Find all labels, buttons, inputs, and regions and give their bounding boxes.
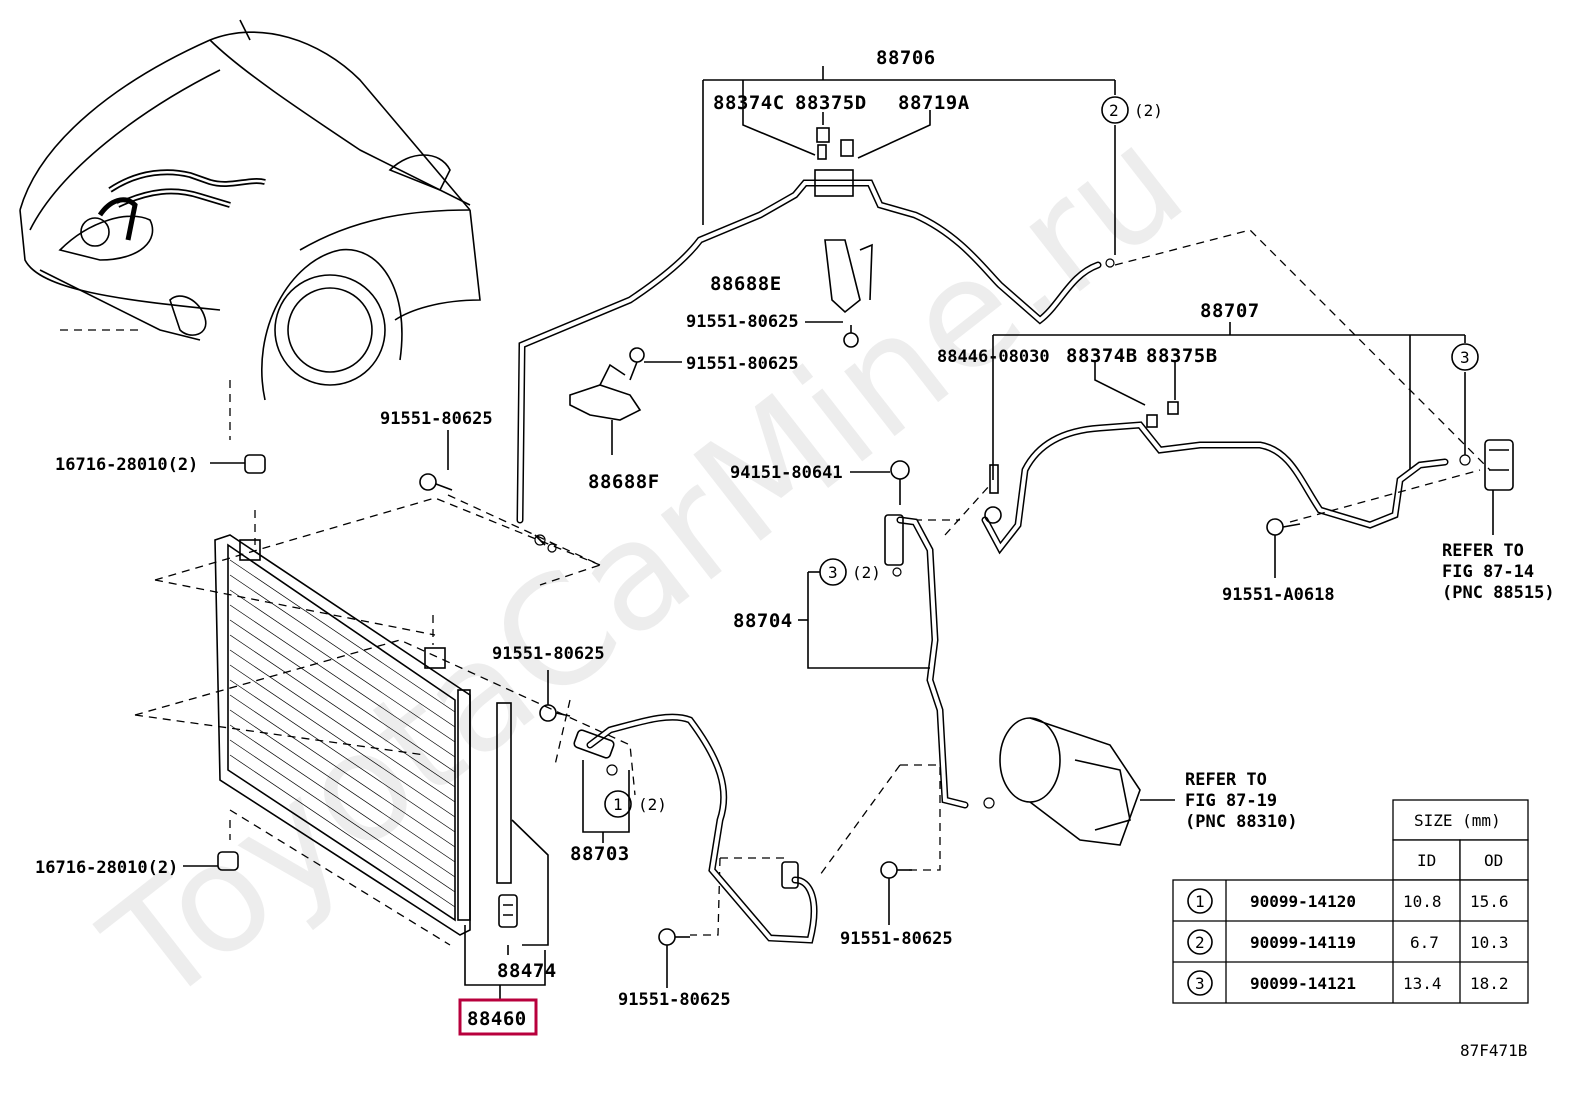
label-88374B: 88374B xyxy=(1066,345,1138,367)
label-88704: 88704 xyxy=(733,610,793,632)
label-88688F: 88688F xyxy=(588,471,660,493)
label-16716-top: 16716-28010(2) xyxy=(55,455,198,475)
part-labels: 88706 88374C 88375D 88719A 2 (2) 88688E … xyxy=(35,47,1555,1060)
size-row-3-part: 90099-14121 xyxy=(1250,974,1356,993)
vehicle-locator-illustration xyxy=(19,19,481,440)
label-bolt-91551-80625-d: 91551-80625 xyxy=(492,644,605,664)
label-88375B: 88375B xyxy=(1146,345,1218,367)
size-row-3-od: 18.2 xyxy=(1470,974,1509,993)
size-table-col-od: OD xyxy=(1484,851,1503,870)
label-88703: 88703 xyxy=(570,843,630,865)
size-table-header: SIZE (mm) xyxy=(1414,811,1501,830)
label-94151-80641: 94151-80641 xyxy=(730,463,843,483)
circle-2-top-qty: (2) xyxy=(1134,101,1163,120)
circle-3-right: 3 xyxy=(1460,348,1470,367)
label-16716-bottom: 16716-28010(2) xyxy=(35,858,178,878)
hose-size-table: SIZE (mm) ID OD 1 90099-14120 10.8 15.6 … xyxy=(1172,799,1529,1004)
label-88460[interactable]: 88460 xyxy=(467,1008,527,1030)
refer-87-19-line3: (PNC 88310) xyxy=(1185,812,1298,832)
label-bolt-91551-80625-f: 91551-80625 xyxy=(618,990,731,1010)
label-88707: 88707 xyxy=(1200,300,1260,322)
refer-87-19-line1: REFER TO xyxy=(1185,770,1267,790)
circle-1-qty: (2) xyxy=(638,795,667,814)
size-row-3-id: 13.4 xyxy=(1403,974,1442,993)
refer-87-14-line2: FIG 87-14 xyxy=(1442,562,1534,582)
label-88474: 88474 xyxy=(497,960,557,982)
refer-87-14-line3: (PNC 88515) xyxy=(1442,583,1555,603)
refer-87-14-line1: REFER TO xyxy=(1442,541,1524,561)
size-row-1-part: 90099-14120 xyxy=(1250,892,1356,911)
label-88446-08030: 88446-08030 xyxy=(937,347,1050,367)
tube-88703 xyxy=(419,430,818,988)
size-row-1-od: 15.6 xyxy=(1470,892,1509,911)
label-88374C: 88374C xyxy=(713,92,785,114)
discharge-tube-assembly-88706 xyxy=(516,66,1129,524)
size-table-col-id: ID xyxy=(1417,851,1436,870)
label-88375D: 88375D xyxy=(795,92,867,114)
size-row-2-part: 90099-14119 xyxy=(1250,933,1356,952)
size-row-2-ref: 2 xyxy=(1195,933,1205,952)
size-row-3-ref: 3 xyxy=(1195,974,1205,993)
circle-3-mid: 3 xyxy=(828,563,838,582)
label-88688E: 88688E xyxy=(710,273,782,295)
size-row-2-od: 10.3 xyxy=(1470,933,1509,952)
label-88706: 88706 xyxy=(876,47,936,69)
label-88719A: 88719A xyxy=(898,92,970,114)
size-row-2-id: 6.7 xyxy=(1410,933,1439,952)
watermark: ToyotaCarMine.ru xyxy=(74,94,1215,1038)
figure-code: 87F471B xyxy=(1460,1041,1527,1060)
hose-88704 xyxy=(798,460,1175,925)
suction-tube-assembly-88707 xyxy=(981,322,1514,578)
condenser-assembly-88460 xyxy=(183,454,549,1000)
highlight-box-88460[interactable] xyxy=(458,998,538,1036)
size-row-1-id: 10.8 xyxy=(1403,892,1442,911)
circle-3-mid-qty: (2) xyxy=(852,563,881,582)
reference-dashed-lines xyxy=(134,229,1491,946)
label-bolt-91551-80625-e: 91551-80625 xyxy=(840,929,953,949)
label-bolt-91551-80625-b: 91551-80625 xyxy=(686,354,799,374)
label-bolt-91551-A0618: 91551-A0618 xyxy=(1222,585,1335,605)
circle-2-top: 2 xyxy=(1109,101,1119,120)
label-bolt-91551-80625-c: 91551-80625 xyxy=(380,409,493,429)
size-row-1-ref: 1 xyxy=(1195,892,1205,911)
refer-87-19-line2: FIG 87-19 xyxy=(1185,791,1277,811)
circle-1: 1 xyxy=(613,795,623,814)
label-bolt-91551-80625-a: 91551-80625 xyxy=(686,312,799,332)
